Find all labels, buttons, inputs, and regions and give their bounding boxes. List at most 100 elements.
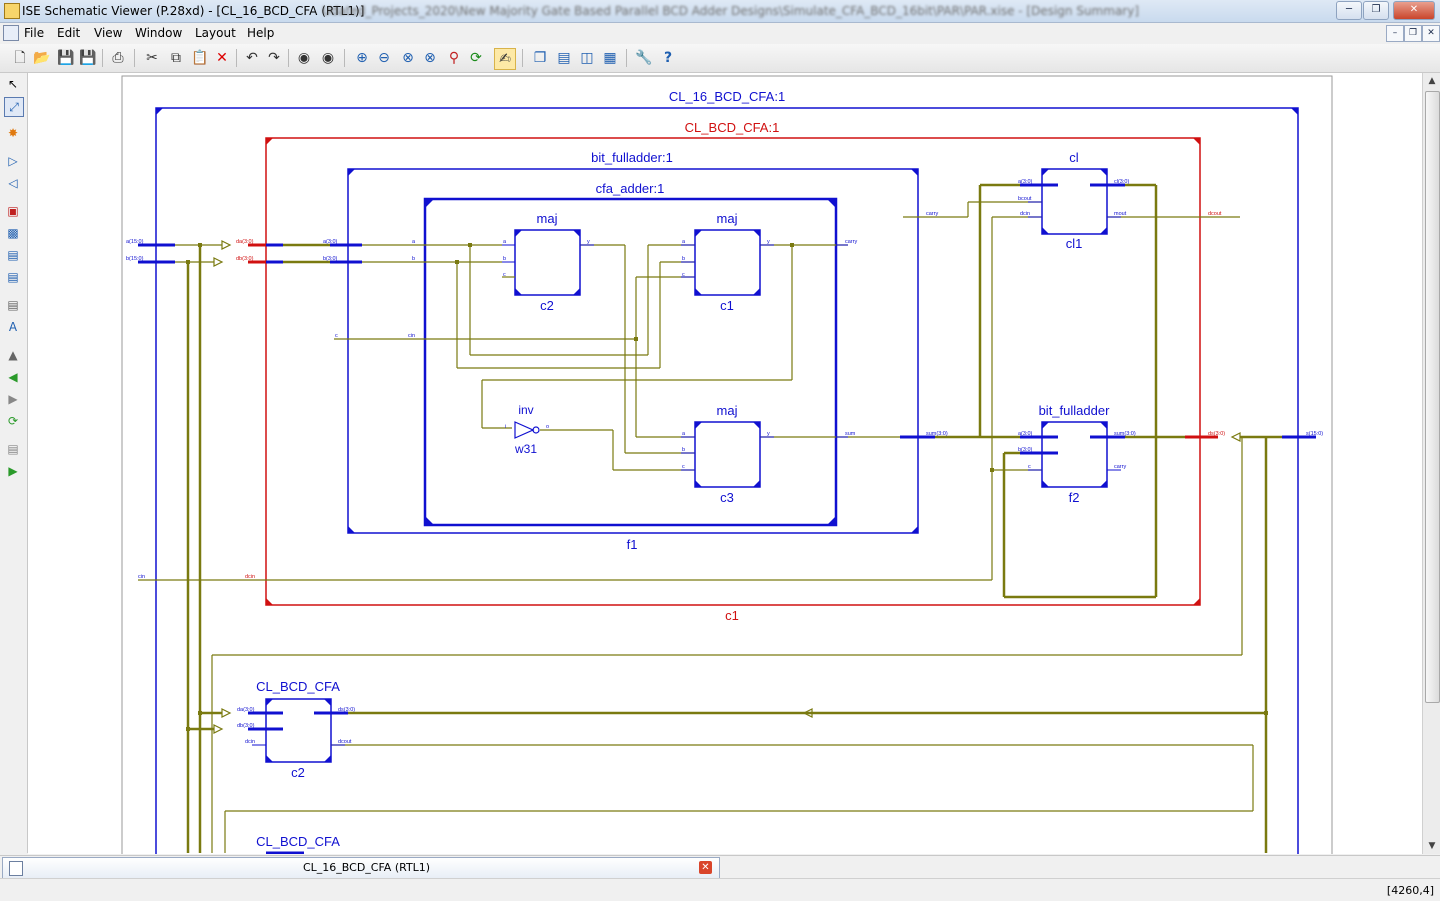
scroll-down-icon[interactable]: ▼: [1428, 841, 1436, 851]
maj-c2-block[interactable]: [514, 229, 581, 296]
zoom-full-icon[interactable]: ⊗: [402, 50, 414, 66]
minimize-button[interactable]: ─: [1336, 1, 1362, 20]
find-next-icon[interactable]: ◉: [321, 50, 335, 66]
maj-c3-label: maj: [717, 403, 738, 418]
mdi-restore-button[interactable]: ❐: [1404, 25, 1422, 42]
svg-text:dcout: dcout: [1208, 211, 1222, 217]
print-icon[interactable]: ⎙: [112, 50, 124, 66]
svg-text:dcin: dcin: [245, 574, 255, 580]
new-icon[interactable]: 🗋: [14, 50, 26, 66]
close-button[interactable]: ✕: [1393, 1, 1435, 20]
document-icon[interactable]: [3, 25, 19, 41]
save-icon[interactable]: 💾: [57, 50, 75, 66]
hierarchy-up-icon[interactable]: ▲: [8, 348, 18, 362]
svg-text:b(15:0): b(15:0): [126, 256, 144, 262]
menu-layout[interactable]: Layout: [195, 26, 236, 40]
bcd-cfa-box[interactable]: [265, 137, 1201, 606]
svg-text:cin: cin: [408, 333, 415, 339]
svg-text:da(3:0): da(3:0): [237, 707, 255, 713]
svg-text:carry: carry: [1114, 464, 1126, 470]
status-bar: [4260,4]: [0, 878, 1440, 901]
maj-c3-instance: c3: [720, 490, 734, 505]
history-icon[interactable]: ⟳: [7, 414, 19, 428]
left-toolbar: ↖ ⤢ ✸ ▷ ◁ ▣ ▩ ▤ ▤ ▤ A ▲ ◀ ▶ ⟳ ▤ ▶: [0, 73, 28, 853]
svg-text:sum: sum: [845, 431, 856, 437]
maj-c1-block[interactable]: [694, 229, 761, 296]
tile-horizontal-icon[interactable]: ▤: [557, 50, 571, 66]
scroll-thumb[interactable]: [1425, 91, 1440, 703]
vertical-scrollbar[interactable]: ▲ ▼: [1422, 73, 1440, 854]
pan-icon[interactable]: ✍: [494, 48, 516, 70]
run-icon[interactable]: ▶: [8, 464, 18, 478]
tab-label: CL_16_BCD_CFA (RTL1): [303, 861, 431, 874]
help-icon[interactable]: ?: [663, 50, 673, 66]
minimize-icon: ─: [1345, 4, 1353, 15]
route-icon[interactable]: ⤢: [4, 97, 24, 117]
maj-c3-block[interactable]: [694, 421, 761, 488]
svg-text:b: b: [412, 256, 415, 262]
add-bus-icon[interactable]: ▤: [7, 248, 19, 262]
add-port-icon[interactable]: ▤: [7, 270, 19, 284]
svg-text:dcin: dcin: [1020, 211, 1030, 217]
cut-icon[interactable]: ✂: [146, 50, 158, 66]
mdi-minimize-button[interactable]: –: [1386, 25, 1404, 42]
tile-vertical-icon[interactable]: ◫: [580, 50, 594, 66]
add-block-icon[interactable]: ▣: [7, 204, 19, 218]
bcd-cfa-c2-label: CL_BCD_CFA: [256, 679, 340, 694]
copy-icon[interactable]: ⧉: [171, 50, 181, 66]
delete-icon[interactable]: ✕: [216, 50, 228, 66]
cl-block[interactable]: [1041, 168, 1108, 235]
menu-help[interactable]: Help: [247, 26, 275, 40]
add-net-icon[interactable]: ▩: [7, 226, 19, 240]
cascade-icon[interactable]: ❐: [533, 50, 547, 66]
report-icon[interactable]: ▤: [7, 442, 19, 456]
tools-icon[interactable]: 🔧: [635, 50, 653, 66]
menu-window[interactable]: Window: [135, 26, 183, 40]
redo-icon[interactable]: ↷: [268, 50, 280, 66]
bit-fulladder-instance: f1: [627, 537, 638, 552]
zoom-selection-icon[interactable]: ⊗: [424, 50, 436, 66]
pop-out-icon[interactable]: ◁: [8, 176, 18, 190]
mdi-close-button[interactable]: ✕: [1422, 25, 1440, 42]
tab-close-icon[interactable]: ✕: [699, 861, 712, 874]
expand-icon[interactable]: ✸: [7, 126, 19, 140]
zoom-out-icon[interactable]: ⊖: [378, 50, 390, 66]
zoom-area-icon[interactable]: ⚲: [448, 50, 460, 66]
menu-view[interactable]: View: [94, 26, 123, 40]
svg-text:a: a: [682, 431, 686, 437]
bit-fulladder-f2-instance: f2: [1069, 490, 1080, 505]
cfa-adder-box[interactable]: [423, 197, 838, 527]
restore-button[interactable]: ❐: [1363, 1, 1389, 20]
svg-text:carry: carry: [926, 211, 938, 217]
schematic-file-icon: [9, 861, 23, 876]
scroll-up-icon[interactable]: ▲: [1428, 76, 1436, 86]
svg-text:db(3:0): db(3:0): [236, 256, 254, 262]
zoom-in-icon[interactable]: ⊕: [356, 50, 368, 66]
menu-file[interactable]: File: [24, 26, 45, 40]
open-icon[interactable]: 📂: [33, 50, 51, 66]
svg-text:a(3:0): a(3:0): [1018, 179, 1033, 185]
arrange-icon[interactable]: ▦: [603, 50, 617, 66]
text-icon[interactable]: A: [8, 320, 18, 334]
svg-text:ds(3:0): ds(3:0): [1208, 431, 1225, 437]
tab-cl-16-bcd-cfa[interactable]: CL_16_BCD_CFA (RTL1) ✕: [2, 857, 720, 878]
window-path: Udated_Projects_2020\New Majority Gate B…: [322, 4, 1140, 18]
refresh-icon[interactable]: ⟳: [470, 50, 482, 66]
forward-icon[interactable]: ▶: [8, 392, 18, 406]
schematic-canvas[interactable]: CL_16_BCD_CFA:1 CL_BCD_CFA:1 c1 bit_full…: [28, 73, 1422, 854]
push-into-icon[interactable]: ▷: [8, 154, 18, 168]
svg-text:a(3:0): a(3:0): [1018, 431, 1033, 437]
svg-text:c: c: [503, 272, 506, 278]
paste-icon[interactable]: 📋: [191, 50, 209, 66]
properties-icon[interactable]: ▤: [7, 298, 19, 312]
menu-bar: File Edit View Window Layout Help – ❐ ✕: [0, 23, 1440, 43]
find-icon[interactable]: ◉: [297, 50, 311, 66]
inverter-symbol[interactable]: [514, 421, 535, 439]
save-all-icon[interactable]: 💾: [79, 50, 97, 66]
bit-fulladder-box[interactable]: [347, 168, 919, 534]
undo-icon[interactable]: ↶: [246, 50, 258, 66]
maj-c1-label: maj: [717, 211, 738, 226]
back-icon[interactable]: ◀: [8, 370, 18, 384]
select-icon[interactable]: ↖: [7, 77, 19, 91]
menu-edit[interactable]: Edit: [57, 26, 81, 40]
